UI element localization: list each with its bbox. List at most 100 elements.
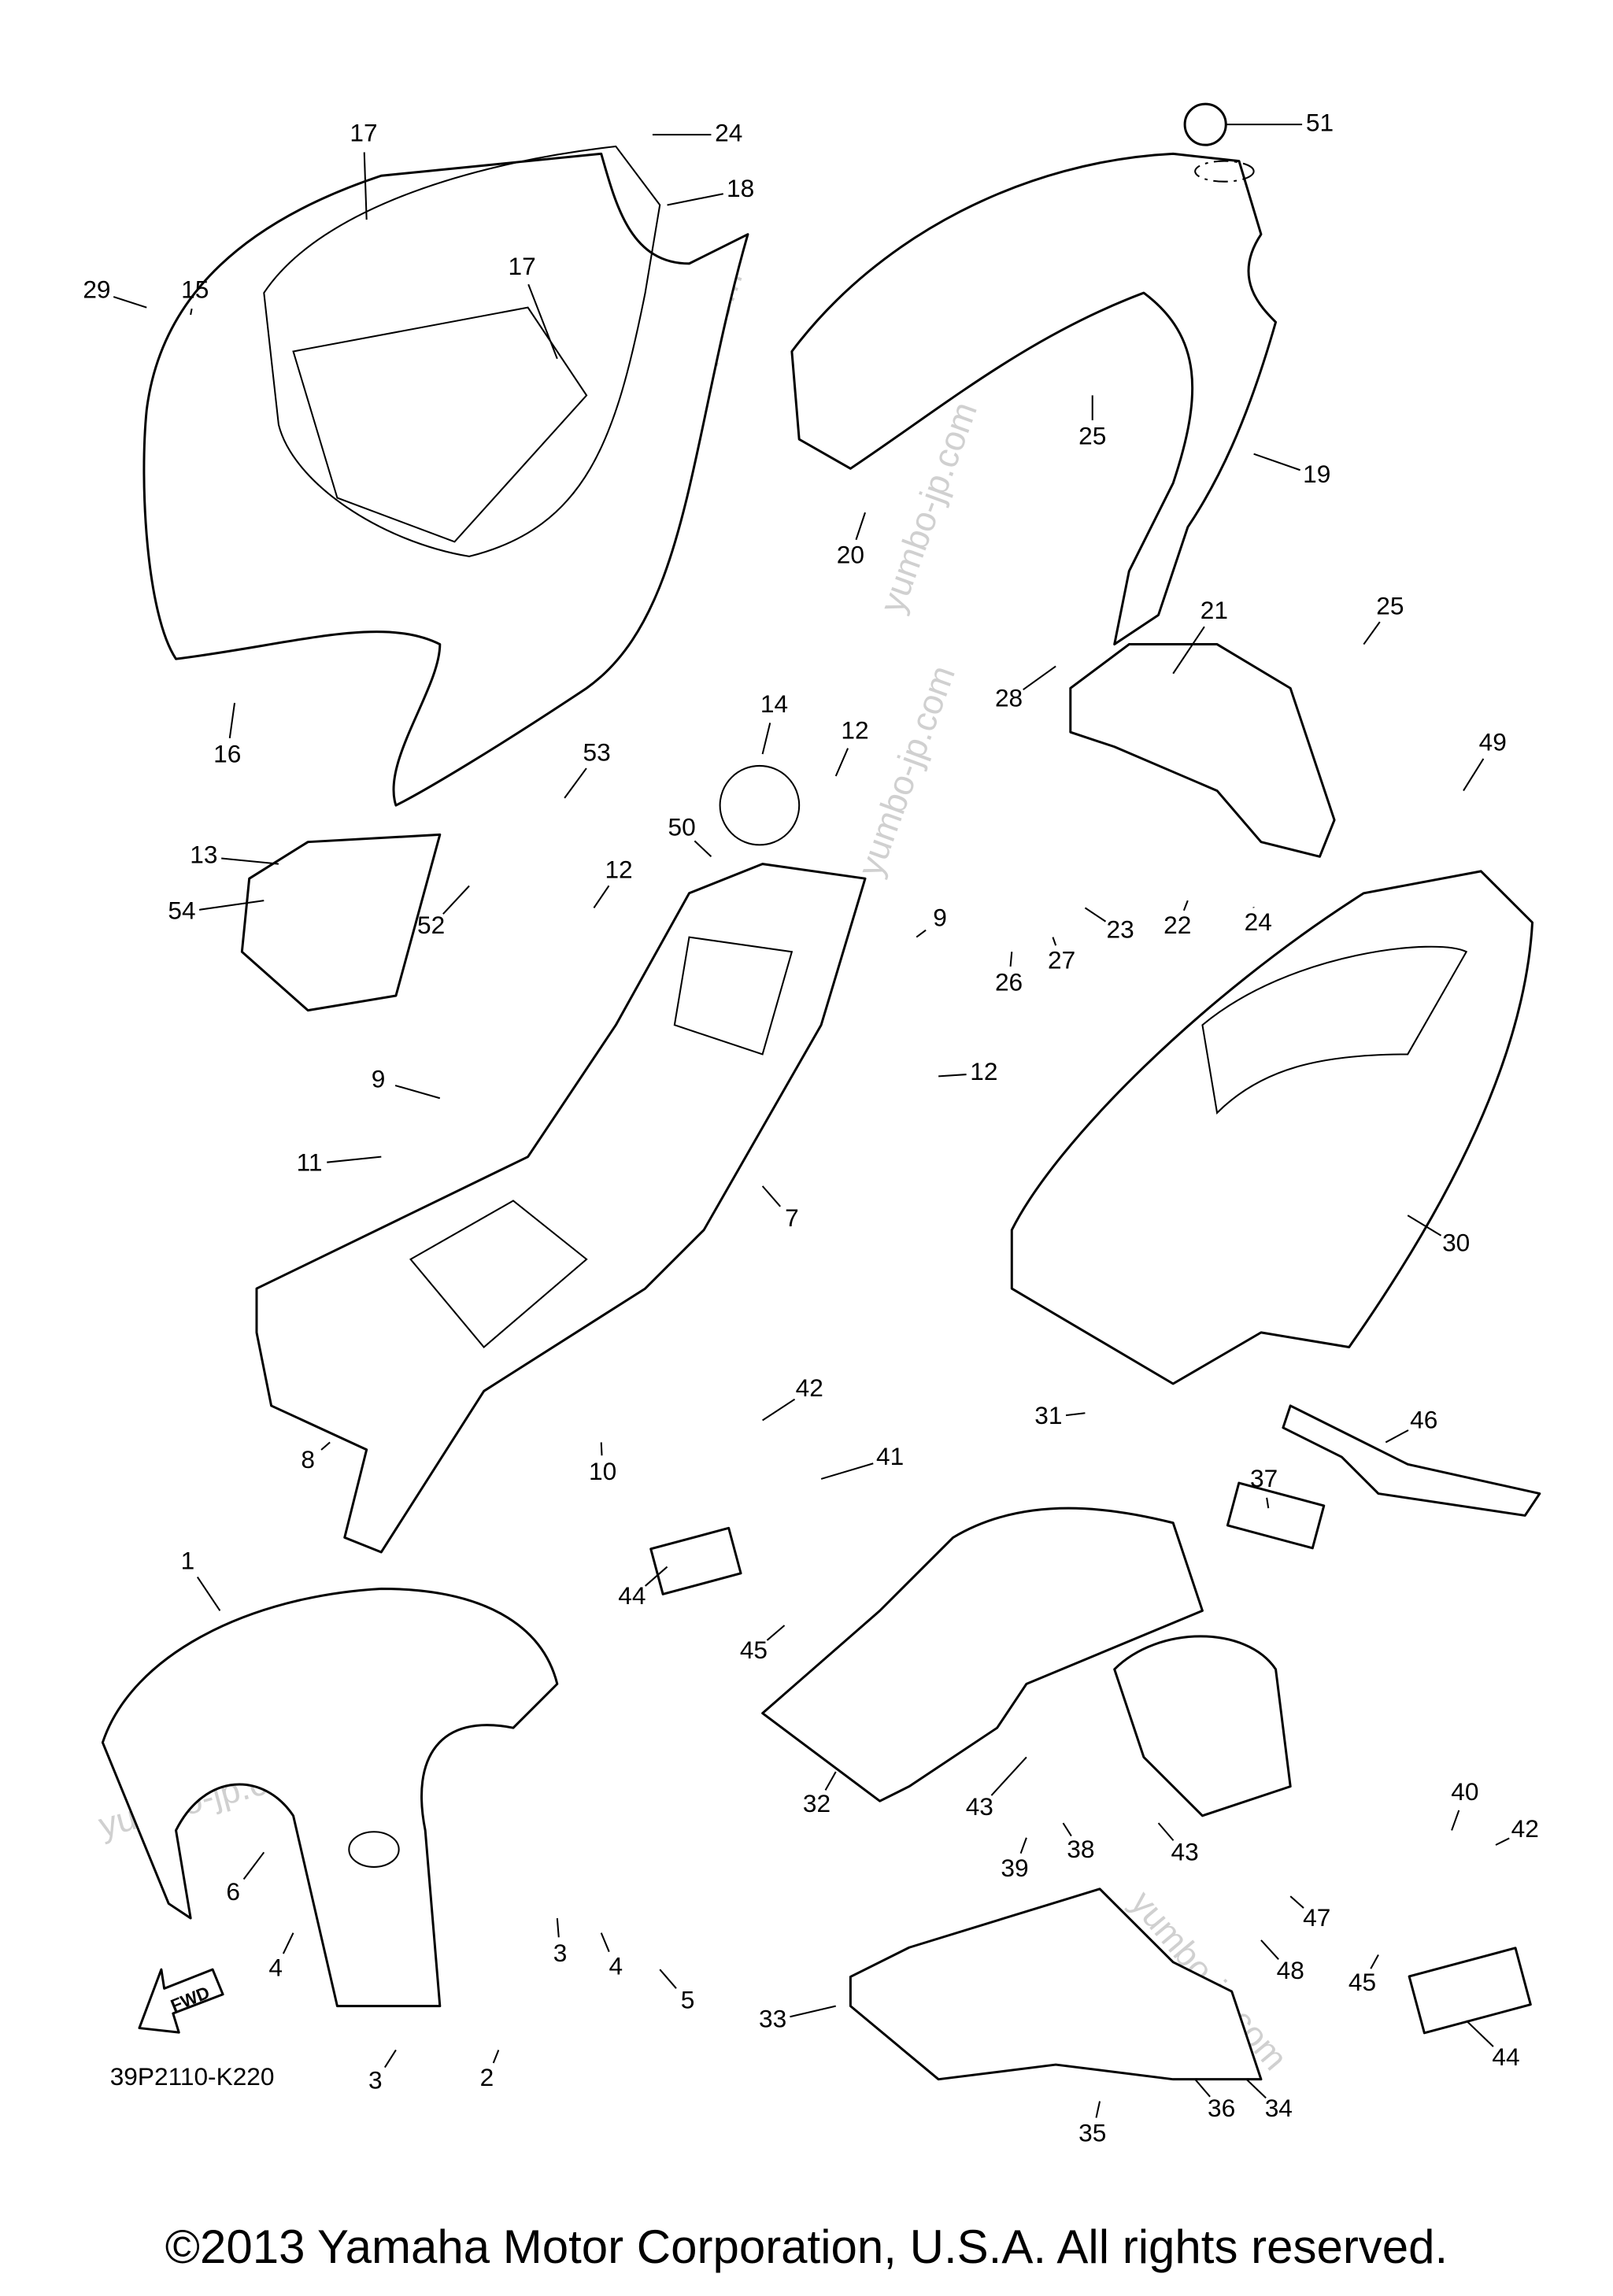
ring-14 [719, 764, 801, 846]
leader-line [198, 900, 265, 911]
leader-line [600, 1442, 603, 1456]
callout-15: 15 [181, 275, 209, 304]
leader-line [820, 1462, 874, 1480]
leader-line [228, 702, 236, 738]
leader-line [196, 1576, 221, 1611]
callout-6: 6 [226, 1877, 240, 1906]
callout-9: 9 [372, 1064, 386, 1093]
leader-line [990, 1756, 1027, 1796]
callout-16: 16 [213, 739, 241, 767]
seat-bottom-30 [1010, 870, 1534, 1385]
callout-28: 28 [995, 684, 1023, 712]
leader-line [1023, 665, 1056, 691]
leader-line [790, 2005, 836, 2018]
callout-4: 4 [268, 1954, 283, 1982]
callout-49: 49 [1479, 727, 1507, 756]
leader-line [1157, 1822, 1175, 1841]
leader-line [1065, 1412, 1086, 1417]
leader-line [1466, 2020, 1494, 2047]
side-cover-15 [142, 152, 749, 807]
leader-line [492, 2050, 500, 2064]
leader-line [527, 283, 558, 360]
leader-line [1182, 900, 1189, 911]
leader-line [644, 1566, 668, 1587]
callout-23: 23 [1107, 915, 1134, 944]
leader-line [556, 1917, 560, 1938]
leader-line [1062, 1822, 1072, 1837]
callout-1: 1 [181, 1546, 195, 1574]
callout-30: 30 [1442, 1229, 1470, 1257]
leader-line [1084, 907, 1107, 922]
leader-line [762, 1398, 796, 1422]
callout-10: 10 [589, 1457, 616, 1485]
callout-32: 32 [803, 1789, 831, 1817]
callout-31: 31 [1034, 1401, 1062, 1429]
callout-19: 19 [1303, 460, 1330, 488]
leader-line [761, 723, 771, 755]
leader-line [1407, 1215, 1442, 1237]
leader-line [383, 2049, 397, 2069]
callout-2: 2 [480, 2063, 494, 2091]
callout-26: 26 [995, 968, 1023, 996]
leader-line [221, 857, 279, 865]
leader-line [1052, 937, 1057, 946]
leader-line [1370, 1954, 1379, 1969]
leader-line [1363, 621, 1381, 645]
leader-line [761, 1185, 781, 1207]
watermark: yumbo-jp.com [851, 661, 963, 882]
callout-24: 24 [715, 119, 742, 147]
callout-24: 24 [1245, 908, 1272, 936]
leader-line [694, 840, 712, 858]
rear-fender-32 [761, 1507, 1204, 1802]
callout-54: 54 [168, 896, 195, 924]
leader-line [593, 885, 610, 908]
callout-40: 40 [1451, 1777, 1478, 1806]
callout-45: 45 [1348, 1968, 1376, 1996]
leader-line [564, 767, 587, 799]
callout-7: 7 [785, 1203, 799, 1232]
part-code: 39P2110-K220 [110, 2062, 275, 2091]
callout-33: 33 [759, 2005, 786, 2033]
callout-41: 41 [876, 1442, 904, 1470]
callout-36: 36 [1208, 2094, 1235, 2122]
callout-9: 9 [933, 904, 947, 932]
leader-line [916, 929, 927, 938]
callout-48: 48 [1277, 1956, 1304, 1984]
leader-line [659, 1969, 677, 1989]
callout-25: 25 [1376, 591, 1404, 619]
reflector-44 [649, 1526, 742, 1595]
leader-line [1260, 1939, 1279, 1961]
callout-39: 39 [1001, 1854, 1028, 1882]
part-shapes: FWD [101, 102, 1541, 2081]
callout-11: 11 [297, 1148, 323, 1176]
callout-18: 18 [727, 174, 754, 202]
leader-line [1463, 758, 1485, 792]
leader-line [834, 748, 849, 777]
callout-47: 47 [1303, 1903, 1330, 1932]
reflector-37 [1226, 1481, 1326, 1550]
grommet-51 [1183, 102, 1227, 146]
leader-line [855, 512, 866, 541]
leader-line [442, 885, 470, 915]
callout-22: 22 [1164, 911, 1191, 939]
leader-line [113, 296, 147, 309]
callout-17: 17 [509, 252, 536, 280]
leader-line [824, 1771, 837, 1791]
callout-42: 42 [796, 1374, 823, 1402]
leader-line [1172, 626, 1205, 675]
leader-line [1009, 952, 1013, 967]
callout-27: 27 [1048, 946, 1075, 974]
inner-fender-7 [255, 863, 867, 1554]
callout-25: 25 [1078, 422, 1106, 450]
callout-35: 35 [1078, 2119, 1106, 2147]
leader-line [242, 1851, 265, 1880]
callout-3: 3 [368, 2066, 383, 2094]
callout-50: 50 [668, 812, 696, 841]
reflector-44b [1408, 1947, 1532, 2035]
callout-13: 13 [190, 841, 217, 869]
callout-51: 51 [1306, 109, 1334, 137]
callout-44: 44 [618, 1581, 646, 1610]
callout-52: 52 [417, 911, 445, 939]
oval [1194, 160, 1255, 183]
leader-line [1253, 453, 1300, 471]
